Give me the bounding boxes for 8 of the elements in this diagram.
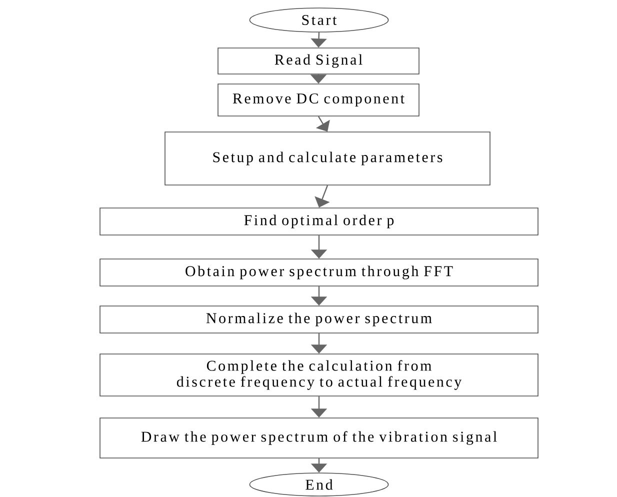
- process-box: Remove DC component: [218, 84, 420, 116]
- process-box: Normalize the power spectrum: [100, 306, 538, 334]
- process-box: Read Signal: [218, 48, 420, 74]
- process-box: Setup and calculate parameters: [164, 132, 490, 186]
- process-box: Obtain power spectrum through FFT: [100, 258, 538, 286]
- process-box: Complete the calculation from discrete frequency to actual frequency: [100, 354, 538, 396]
- process-box: Find optimal order p: [100, 208, 538, 236]
- process-box: Draw the power spectrum of the vibration signal: [100, 418, 538, 458]
